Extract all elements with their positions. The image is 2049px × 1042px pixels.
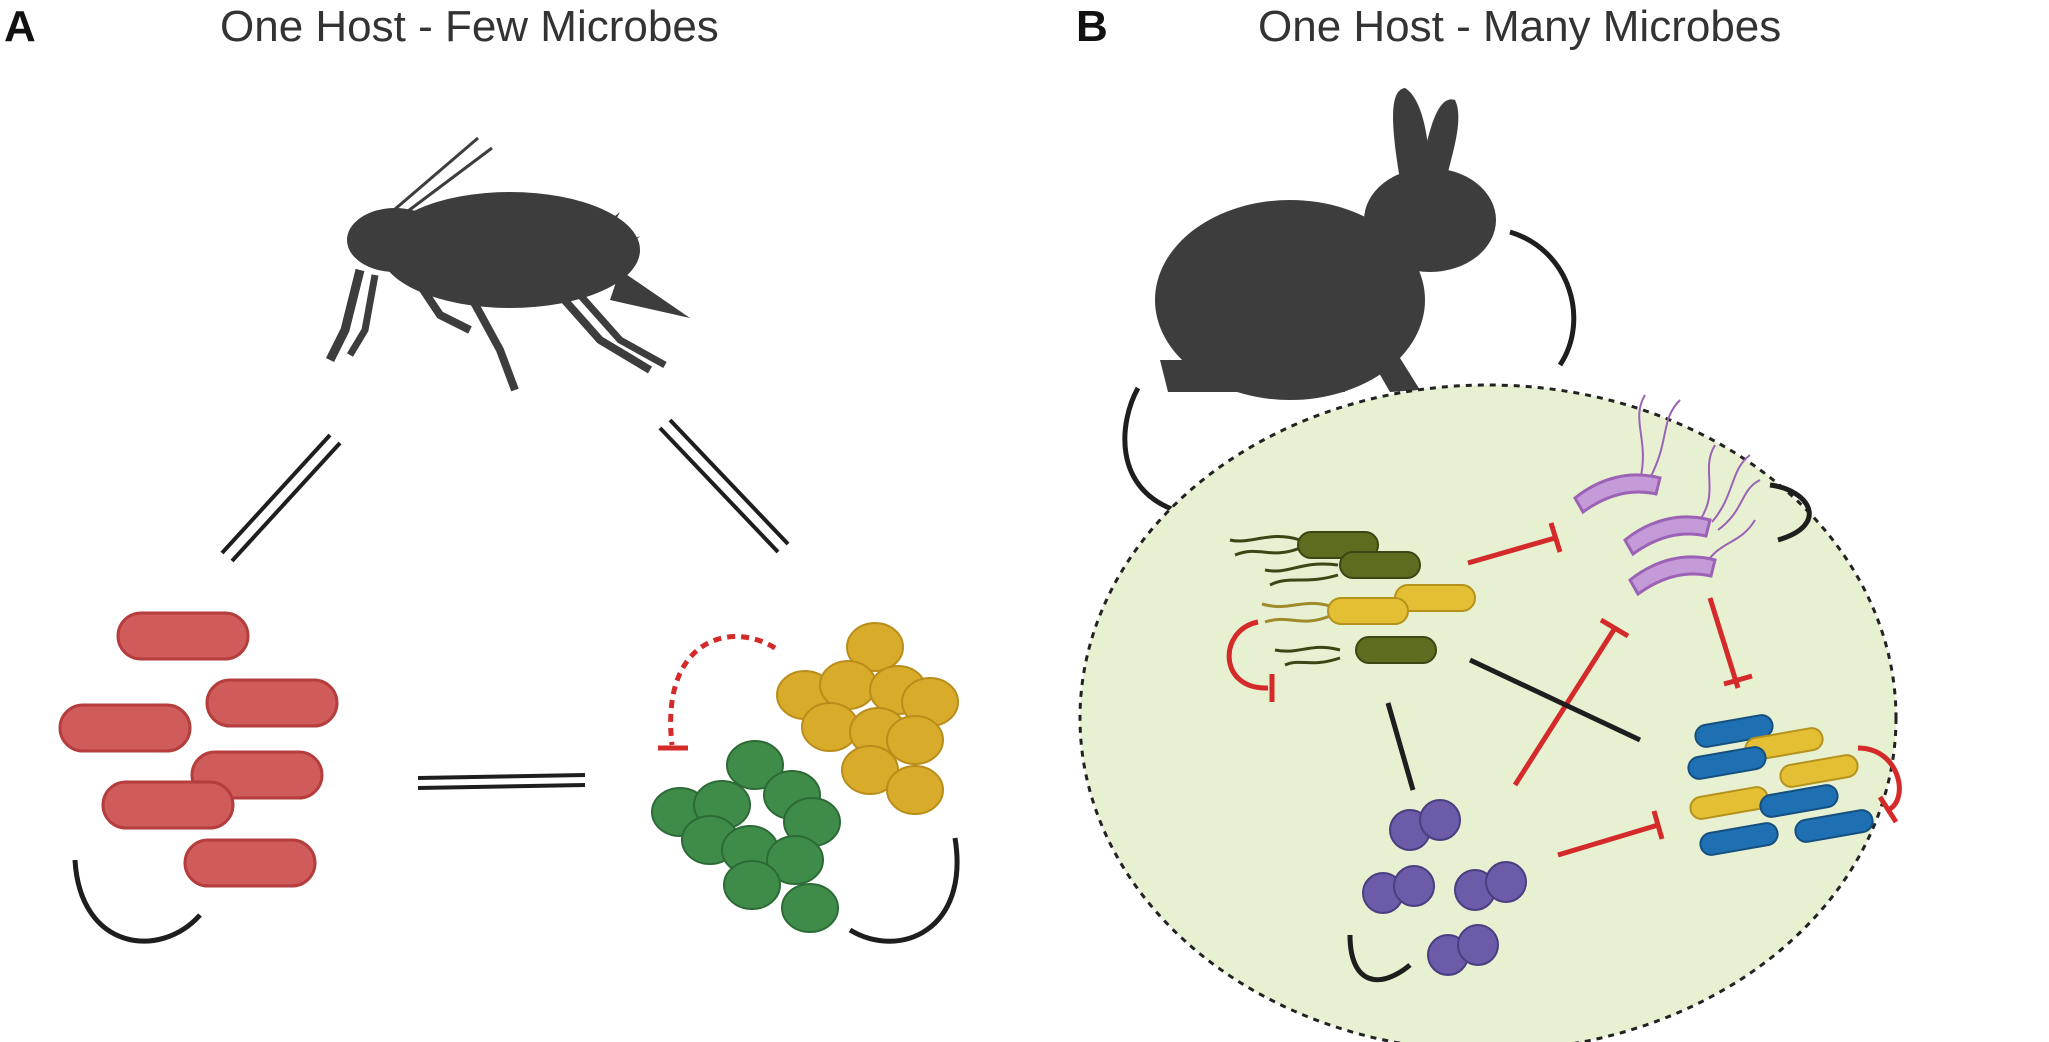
self-loop-arrow-spiral <box>1769 482 1812 543</box>
activation-arrows <box>1347 657 1642 983</box>
rabbit-host-icon <box>1155 88 1496 400</box>
self-loop-arrow-cocci <box>848 837 960 944</box>
blue-yellow-rod-bacteria-icon <box>1687 714 1874 856</box>
host-microbe-interaction-arrows <box>220 418 790 790</box>
panel-title-b: One Host - Many Microbes <box>1258 2 1782 51</box>
yellow-green-cocci-icon <box>651 622 959 933</box>
inhibition-lines <box>1467 522 1902 858</box>
purple-diplococci-icon <box>1362 799 1527 976</box>
community-to-rabbit-arrow <box>1122 386 1181 515</box>
red-rod-bacteria-icon <box>58 611 339 888</box>
flagellated-rod-bacteria-icon <box>1229 531 1476 667</box>
inhibition-arc-dashed <box>668 634 777 746</box>
spiral-bacteria-icon <box>1573 394 1761 597</box>
panel-letter-b: B <box>1076 2 1108 51</box>
rabbit-to-community-arrow <box>1509 229 1577 367</box>
panel-title-a: One Host - Few Microbes <box>220 2 719 51</box>
self-loop-arrow-red-rods <box>72 859 202 944</box>
aphid-host-icon <box>325 136 690 392</box>
panel-letter-a: A <box>4 2 36 51</box>
microbial-community-ellipse <box>1078 383 1898 1042</box>
self-inhibition-flagellated <box>1226 619 1269 691</box>
